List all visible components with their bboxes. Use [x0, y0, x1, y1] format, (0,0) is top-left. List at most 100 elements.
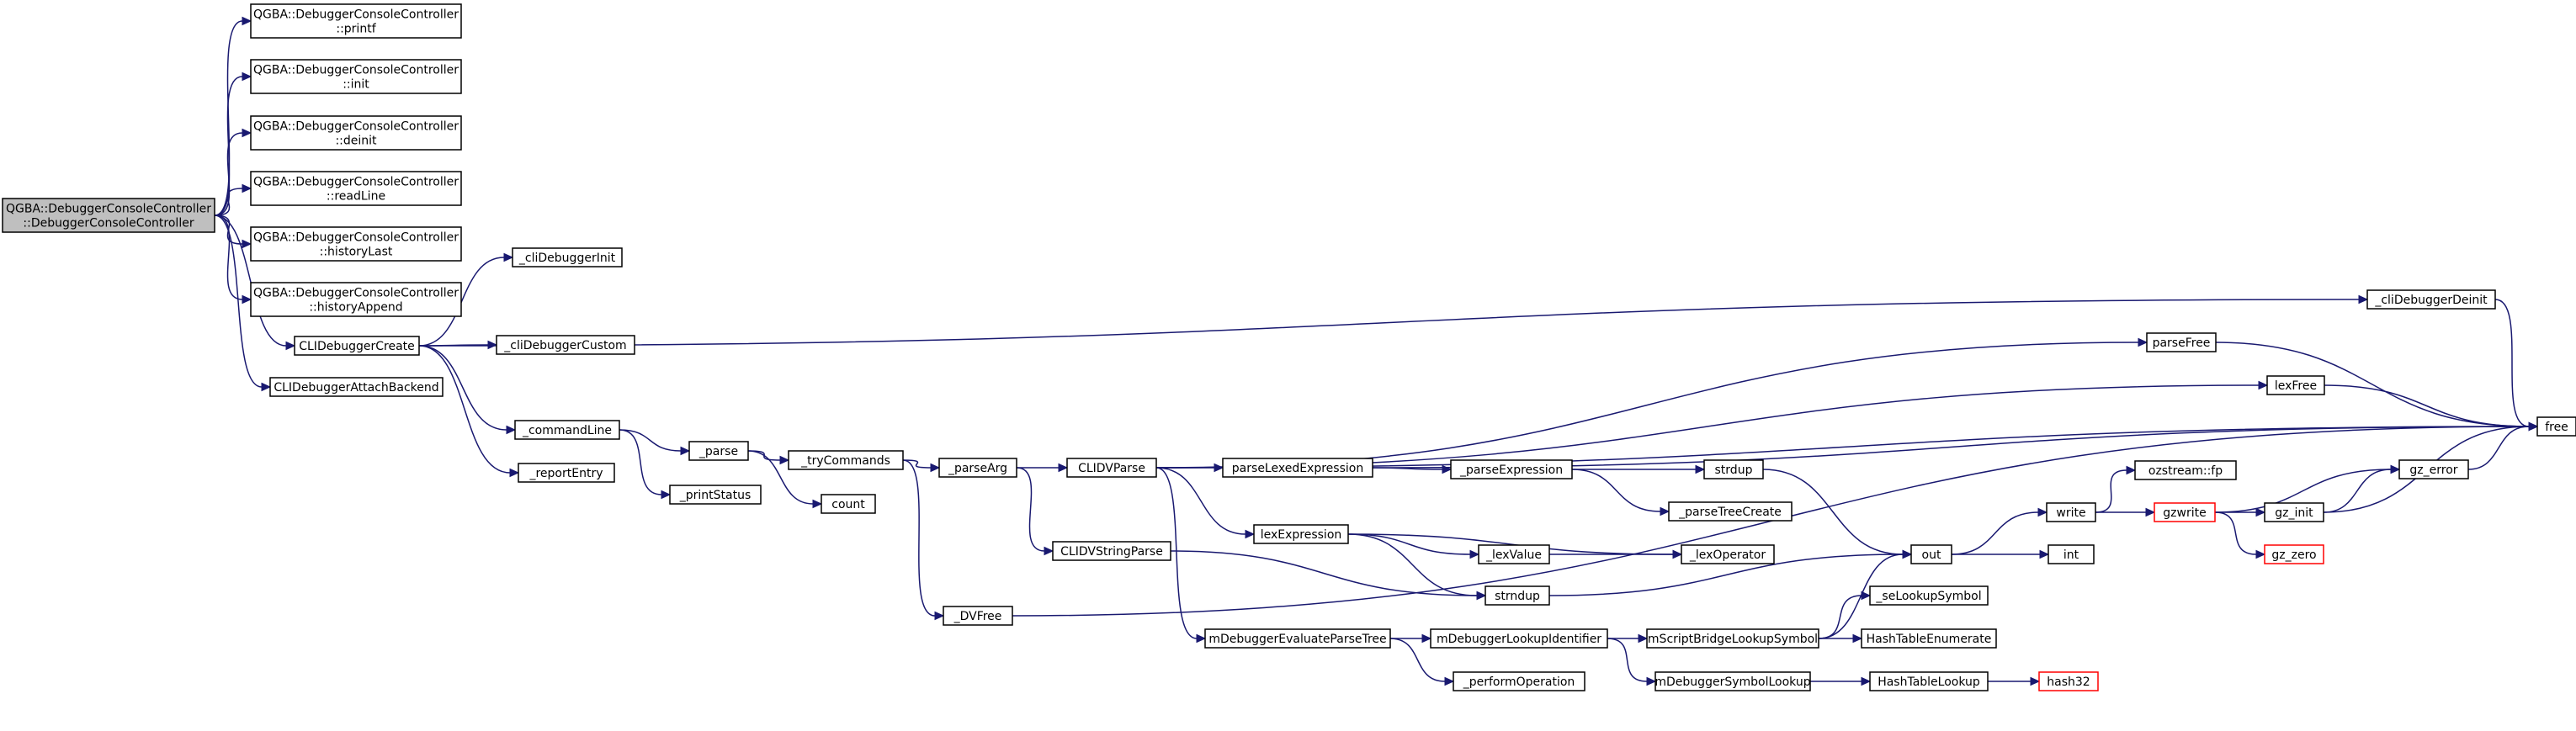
- edge-lex-value-to-lex-operator: [1548, 549, 1683, 559]
- edge-try-commands-to-dvfree: [902, 459, 945, 621]
- node-box: [1222, 458, 1373, 478]
- node-label: write: [2056, 506, 2085, 520]
- node-box: [688, 441, 749, 461]
- node-cli-debugger-custom[interactable]: _cliDebuggerCustom: [496, 335, 635, 355]
- node-parse-free[interactable]: parseFree: [2146, 332, 2217, 352]
- node-box: [1654, 671, 1811, 691]
- edge-gz-init-to-gz-error: [2323, 464, 2401, 513]
- node-box: [1668, 501, 1793, 522]
- node-report-entry[interactable]: _reportEntry: [518, 463, 615, 483]
- node-m-debugger-evaluate-parse-tree[interactable]: mDebuggerEvaluateParseTree: [1204, 628, 1391, 649]
- node-clidvparse[interactable]: CLIDVParse: [1066, 458, 1157, 478]
- node-box: [2264, 502, 2324, 522]
- node-strndup[interactable]: strndup: [1485, 585, 1550, 606]
- node-label: _printStatus: [679, 489, 752, 502]
- node-parse-expression[interactable]: _parseExpression: [1450, 459, 1573, 479]
- node-count[interactable]: count: [821, 494, 876, 514]
- node-label: _parseArg: [948, 462, 1007, 475]
- node-label: gz_init: [2275, 506, 2313, 520]
- node-label: mScriptBridgeLookupSymbol: [1648, 633, 1818, 646]
- node-box: [1861, 628, 1997, 649]
- node-cli-debugger-init[interactable]: _cliDebuggerInit: [512, 247, 623, 268]
- node-parse[interactable]: _parse: [688, 441, 749, 461]
- node-dvfree[interactable]: _DVFree: [943, 606, 1013, 626]
- edge-root-to-clidebugger-create: [214, 215, 296, 351]
- node-command-line[interactable]: _commandLine: [514, 420, 620, 440]
- edge-parse-lexed-expression-to-parse-expression: [1372, 464, 1453, 474]
- node-deinit[interactable]: QGBA::DebuggerConsoleController::deinit: [250, 115, 462, 151]
- node-try-commands[interactable]: _tryCommands: [788, 450, 904, 470]
- node-gz-zero[interactable]: gz_zero: [2264, 544, 2324, 564]
- node-label: ozstream::fp: [2148, 464, 2223, 478]
- node-box: [1204, 628, 1391, 649]
- node-m-debugger-lookup-identifier[interactable]: mDebuggerLookupIdentifier: [1430, 628, 1608, 649]
- node-parse-lexed-expression[interactable]: parseLexedExpression: [1222, 458, 1373, 478]
- node-parse-arg[interactable]: _parseArg: [938, 458, 1017, 478]
- node-int[interactable]: int: [2048, 544, 2095, 564]
- node-clidvstring-parse[interactable]: CLIDVStringParse: [1052, 541, 1171, 561]
- edge-m-script-bridge-lookup-symbol-to-out: [1818, 549, 1913, 639]
- node-clidebugger-create[interactable]: CLIDebuggerCreate: [294, 336, 420, 356]
- node-hash-table-lookup[interactable]: HashTableLookup: [1869, 671, 1989, 691]
- edge-gzwrite-to-gz-init: [2214, 507, 2266, 517]
- edge-clidebugger-create-to-cli-debugger-custom: [418, 340, 498, 350]
- node-box: [2398, 459, 2469, 479]
- node-label: lexFree: [2275, 379, 2317, 393]
- node-lex-expression[interactable]: lexExpression: [1253, 524, 1349, 544]
- node-strdup[interactable]: strdup: [1703, 459, 1764, 479]
- node-m-script-bridge-lookup-symbol[interactable]: mScriptBridgeLookupSymbol: [1646, 628, 1819, 649]
- node-hash32[interactable]: hash32: [2038, 671, 2099, 691]
- node-init[interactable]: QGBA::DebuggerConsoleController::init: [250, 59, 462, 94]
- node-parse-tree-create[interactable]: _parseTreeCreate: [1668, 501, 1793, 522]
- node-lex-operator[interactable]: _lexOperator: [1681, 544, 1775, 564]
- edge-clidebugger-create-to-command-line: [418, 345, 517, 435]
- node-hash-table-enumerate[interactable]: HashTableEnumerate: [1861, 628, 1997, 649]
- node-lex-free[interactable]: lexFree: [2266, 375, 2325, 395]
- node-root[interactable]: QGBA::DebuggerConsoleController::Debugge…: [2, 198, 215, 233]
- node-lex-value[interactable]: _lexValue: [1478, 544, 1550, 564]
- node-read-line[interactable]: QGBA::DebuggerConsoleController::readLin…: [250, 171, 462, 206]
- node-label: CLIDebuggerCreate: [299, 340, 415, 353]
- node-clidebugger-attach-backend[interactable]: CLIDebuggerAttachBackend: [269, 377, 443, 397]
- node-label: lexExpression: [1261, 528, 1342, 542]
- node-gz-error[interactable]: gz_error: [2398, 459, 2469, 479]
- node-print-status[interactable]: _printStatus: [669, 485, 762, 505]
- node-perform-operation[interactable]: _performOperation: [1453, 671, 1585, 691]
- node-label: _cliDebuggerDeinit: [2374, 294, 2488, 307]
- node-free[interactable]: free: [2536, 416, 2576, 437]
- node-label: QGBA::DebuggerConsoleController: [253, 287, 459, 300]
- node-write[interactable]: write: [2046, 502, 2096, 522]
- node-cli-debugger-deinit[interactable]: _cliDebuggerDeinit: [2366, 289, 2496, 310]
- node-m-debugger-symbol-lookup[interactable]: mDebuggerSymbolLookup: [1654, 671, 1811, 691]
- node-label: int: [2063, 548, 2079, 562]
- edge-root-to-clidebugger-attach-backend: [214, 215, 272, 392]
- node-label: _commandLine: [522, 424, 612, 437]
- edge-root-to-deinit: [214, 128, 252, 216]
- node-label: CLIDVParse: [1078, 462, 1145, 475]
- node-label: QGBA::DebuggerConsoleController: [253, 176, 459, 189]
- node-label: HashTableEnumerate: [1867, 633, 1992, 646]
- edge-lex-free-to-free: [2324, 384, 2539, 432]
- node-history-append[interactable]: QGBA::DebuggerConsoleController::history…: [250, 282, 462, 317]
- node-box: [1681, 544, 1775, 564]
- node-box: [1478, 544, 1550, 564]
- node-gzwrite[interactable]: gzwrite: [2154, 502, 2216, 522]
- node-ozstream-fp[interactable]: ozstream::fp: [2134, 460, 2237, 480]
- node-box: [250, 282, 462, 317]
- node-gz-init[interactable]: gz_init: [2264, 502, 2324, 522]
- node-box: [2264, 544, 2324, 564]
- edge-lex-expression-to-lex-value: [1347, 533, 1480, 559]
- node-label: mDebuggerEvaluateParseTree: [1208, 633, 1386, 646]
- node-box: [943, 606, 1013, 626]
- node-label: ::DebuggerConsoleController: [23, 217, 194, 230]
- node-label: _cliDebuggerCustom: [503, 339, 626, 352]
- node-box: [788, 450, 904, 470]
- node-box: [250, 3, 462, 39]
- node-box: [518, 463, 615, 483]
- node-se-lookup-symbol[interactable]: _seLookupSymbol: [1869, 585, 1989, 606]
- node-history-last[interactable]: QGBA::DebuggerConsoleController::history…: [250, 226, 462, 262]
- node-box: [2536, 416, 2576, 437]
- node-out[interactable]: out: [1910, 544, 1952, 564]
- node-printf[interactable]: QGBA::DebuggerConsoleController::printf: [250, 3, 462, 39]
